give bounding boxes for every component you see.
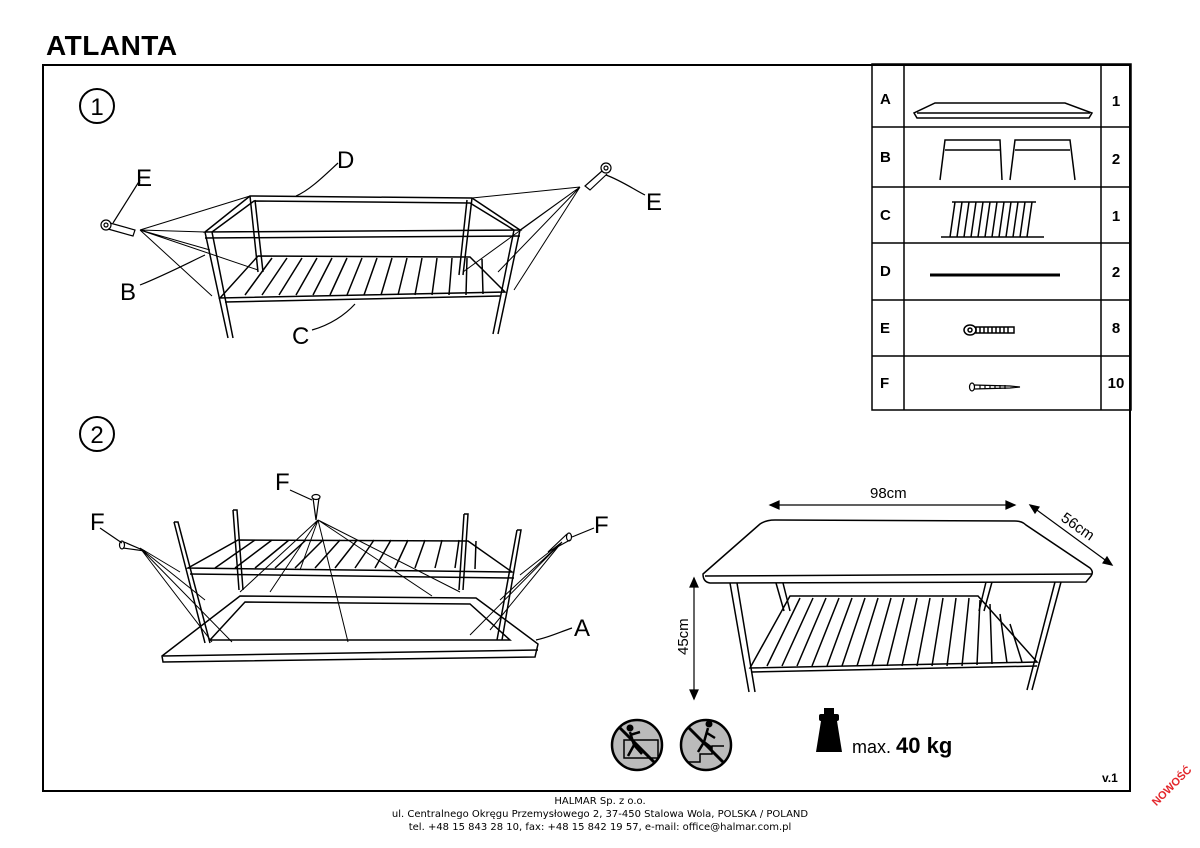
part-letter: A [880,91,891,108]
part-qty: 10 [1108,375,1125,392]
callout-f-top: F [275,469,290,496]
screw-icon [968,382,1021,392]
svg-text:1: 1 [90,94,103,121]
table-top-icon [912,102,1094,119]
step-1-frame-drawing [112,162,646,339]
dimension-depth: 56cm [1058,509,1098,544]
part-letter: B [880,149,891,166]
screw-icon [547,532,573,553]
callout-b: B [120,279,136,306]
step-1-marker: 1 [79,88,115,124]
parts-table [871,63,1132,411]
dimension-height: 45cm [675,618,692,655]
callout-d: D [337,147,354,174]
max-load-prefix: max. [852,737,892,757]
bolt-icon [100,219,136,237]
bolt-icon [963,324,1015,336]
part-qty: 8 [1112,320,1120,337]
part-letter: D [880,263,891,280]
part-qty: 1 [1112,93,1120,110]
slatted-shelf-icon [941,201,1044,238]
callout-f-left: F [90,509,105,536]
callout-f-right: F [594,512,609,539]
part-letter: C [880,207,891,224]
callout-e-right: E [646,189,662,216]
part-qty: 1 [1112,208,1120,225]
dimension-width: 98cm [870,485,907,502]
footer: HALMAR Sp. z o.o. ul. Centralnego Okręgu… [0,795,1200,834]
callout-e-left: E [136,165,152,192]
parts-quantities: 1 2 1 2 8 10 [1108,93,1125,392]
step-2-frame-drawing [99,489,595,663]
no-climbing-icon [679,718,733,772]
screw-icon [118,540,146,552]
footer-address: ul. Centralnego Okręgu Przemysłowego 2, … [391,809,809,820]
no-standing-on-table-icon [610,718,664,772]
max-load-value: 40 kg [896,733,953,758]
assembled-table-drawing [702,519,1094,693]
bolt-icon [584,162,612,191]
parts-letters: A B C D E F [880,91,891,392]
leg-frame-icon [939,139,1076,181]
max-load: max. 40 kg [852,733,952,759]
screw-icon [311,493,321,521]
instruction-frame [42,64,1131,792]
svg-text:2: 2 [90,422,103,449]
callout-a: A [574,615,590,642]
version-label: v.1 [1102,771,1118,785]
part-qty: 2 [1112,151,1120,168]
part-letter: F [880,375,889,392]
weight-icon [816,708,842,752]
footer-contact: tel. +48 15 843 28 10, fax: +48 15 842 1… [408,822,792,833]
page-title: ATLANTA [46,30,178,61]
dimension-lines [689,500,1114,701]
callout-c: C [292,323,309,350]
part-letter: E [880,320,890,337]
footer-company: HALMAR Sp. z o.o. [554,796,646,807]
step-2-marker: 2 [79,416,115,452]
part-qty: 2 [1112,264,1120,281]
